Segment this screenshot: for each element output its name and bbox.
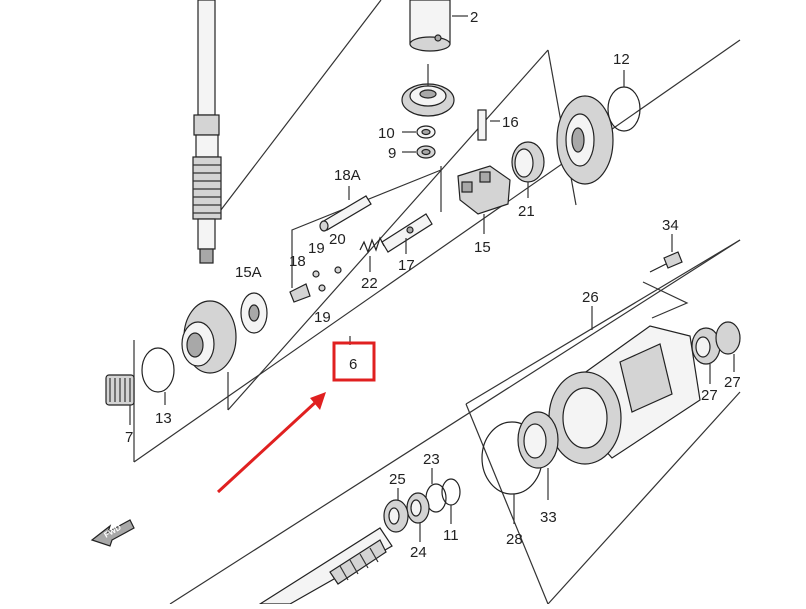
part-13-ring bbox=[141, 347, 175, 405]
label-part-19a: 19 bbox=[308, 240, 325, 257]
label-part-17: 17 bbox=[398, 257, 415, 274]
label-part-6: 6 bbox=[349, 356, 357, 373]
part-labels: 2 12 16 10 9 18A 19 20 21 15A 18 22 17 1… bbox=[125, 9, 741, 561]
label-part-15: 15 bbox=[474, 239, 491, 256]
part-33-bearing bbox=[517, 411, 559, 500]
part-18-cam bbox=[289, 283, 311, 303]
part-26-housing bbox=[548, 306, 701, 465]
label-part-12: 12 bbox=[613, 51, 630, 68]
label-part-27b: 27 bbox=[724, 374, 741, 391]
highlight-box bbox=[332, 341, 376, 382]
label-part-24: 24 bbox=[410, 544, 427, 561]
pinion-gear bbox=[401, 64, 455, 117]
label-part-33: 33 bbox=[540, 509, 557, 526]
part-10-washer bbox=[402, 125, 436, 139]
label-part-34: 34 bbox=[662, 217, 679, 234]
label-part-25: 25 bbox=[389, 471, 406, 488]
part-16-pin bbox=[477, 109, 500, 141]
bevel-gear bbox=[556, 95, 614, 185]
red-pointer-arrow bbox=[216, 398, 320, 494]
part-7-bearing bbox=[105, 374, 135, 425]
drive-shaft bbox=[192, 0, 222, 264]
part-22-spring bbox=[359, 236, 385, 272]
label-part-7: 7 bbox=[125, 429, 133, 446]
label-part-18a: 18A bbox=[334, 167, 361, 184]
label-part-10: 10 bbox=[378, 125, 395, 142]
part-18a-rod bbox=[319, 186, 372, 232]
part-21-bushing bbox=[511, 141, 545, 198]
part-9-nut bbox=[402, 145, 436, 159]
prop-shaft-rings bbox=[383, 468, 461, 542]
reverse-gear bbox=[181, 300, 237, 410]
label-part-11: 11 bbox=[443, 527, 459, 544]
part-17-plunger bbox=[381, 213, 433, 254]
part-27-bearing bbox=[691, 321, 741, 384]
part-12-ring bbox=[607, 70, 641, 132]
label-part-18: 18 bbox=[289, 253, 306, 270]
group-frame-lines bbox=[133, 0, 741, 605]
part-15a-washer bbox=[240, 292, 268, 334]
label-part-26: 26 bbox=[582, 289, 599, 306]
red-arrow-head bbox=[310, 392, 326, 410]
part-34-bolt bbox=[649, 234, 683, 273]
label-part-19b: 19 bbox=[314, 309, 331, 326]
detent-balls bbox=[312, 266, 342, 292]
label-part-2: 2 bbox=[470, 9, 478, 26]
label-part-21: 21 bbox=[518, 203, 535, 220]
highlight-annotation bbox=[216, 341, 376, 494]
label-part-27a: 27 bbox=[701, 387, 718, 404]
label-part-28: 28 bbox=[506, 531, 523, 548]
label-part-9: 9 bbox=[388, 145, 396, 162]
part-2-bushing bbox=[409, 0, 468, 52]
part-15-clutch bbox=[457, 165, 511, 234]
fwd-arrow: FWD bbox=[90, 519, 135, 547]
propeller-shaft bbox=[257, 527, 393, 605]
label-part-22: 22 bbox=[361, 275, 378, 292]
label-part-16: 16 bbox=[502, 114, 519, 131]
label-part-15a: 15A bbox=[235, 264, 262, 281]
label-part-20: 20 bbox=[329, 231, 346, 248]
label-part-23: 23 bbox=[423, 451, 440, 468]
label-part-13: 13 bbox=[155, 410, 172, 427]
